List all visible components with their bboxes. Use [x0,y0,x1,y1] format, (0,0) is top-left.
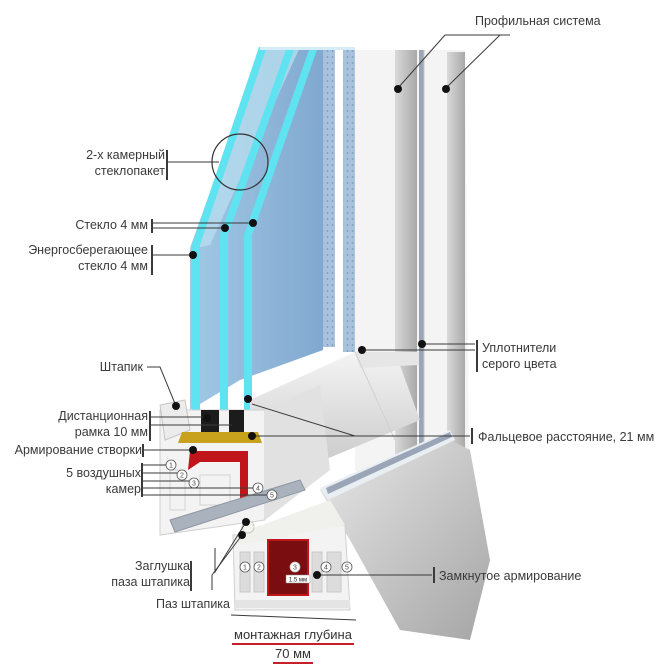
bracket [433,567,435,583]
callout-dot [248,432,256,440]
bracket [151,245,153,275]
callout-dot [238,531,246,539]
chamber-number: 2 [180,473,184,480]
bracket [471,428,473,444]
label-glass-4mm: Стекло 4 мм [75,218,148,232]
chamber-number: 1 [169,463,173,470]
chamber-number: 3 [293,565,297,572]
spacer-frame [201,410,219,432]
label-spacer-2: рамка 10 мм [74,425,148,439]
bracket [166,150,168,180]
callout-dot [189,446,197,454]
bracket [149,411,151,441]
label-air-chambers-2: камер [105,482,141,496]
label-seals-1: Уплотнители [482,341,557,355]
chamber-number: 5 [345,565,349,572]
air-chamber-5 [326,551,342,593]
callout-dot [244,395,252,403]
glazing-detail-circle [211,133,269,191]
callout-dot [313,571,321,579]
sash-chamber-numbers: 1 2 3 4 5 [165,459,278,501]
sash-cross-section [159,385,330,536]
label-bead: Штапик [99,360,143,374]
label-air-chambers-1: 5 воздушных [66,466,141,480]
frame-side-face-2 [447,52,465,522]
glazing-block [178,432,262,443]
callout-dot [242,518,250,526]
callout-dot [221,224,229,232]
label-closed-reinforcement: Замкнутое армирование [439,569,582,583]
bracket [142,444,144,457]
callout-dot [172,402,180,410]
chamber-number: 4 [256,486,260,493]
callout-lines [143,34,510,621]
label-profile-system: Профильная система [475,14,601,28]
label-bead-plug-1: Заглушка [134,559,190,573]
label-spacer-1: Дистанционная [58,409,148,423]
chamber-number: 5 [270,493,274,500]
label-double-glazing-2: стеклопакет [94,164,165,178]
callout-dot [394,85,402,93]
glass-pane-energy-saving [192,47,267,420]
glass-pane-inner [244,47,318,420]
chamber-number: 2 [257,565,261,572]
label-bead-groove: Паз штапика [155,597,230,611]
callout-dot [418,340,426,348]
callout-dots [172,85,450,579]
callout-dot [249,219,257,227]
wall-thickness-tag [285,574,311,584]
chamber-number: 3 [192,481,196,488]
bracket [476,340,478,372]
spacer-strip-front [343,47,355,352]
glass-unit [190,47,355,420]
label-double-glazing-1: 2-х камерный [86,148,165,162]
gray-seal-strip [419,50,424,510]
wall-thickness-label: 1.5 мм [289,578,307,584]
glass-pane-middle [220,47,295,420]
callout-dot [203,414,211,422]
mounting-depth-line1: монтажная глубина [232,626,354,645]
closed-reinforcement [267,539,309,596]
label-mounting-depth: монтажная глубина 70 мм [218,626,368,664]
bracket [141,463,143,497]
label-seals-2: серого цвета [482,357,557,371]
bracket [151,219,153,233]
chamber-number: 1 [243,565,247,572]
mounting-depth-line2: 70 мм [273,645,313,664]
label-rebate-distance: Фальцевое расстояние, 21 мм [478,430,655,444]
callout-dot [358,346,366,354]
label-energy-glass-2: стекло 4 мм [78,259,148,273]
callout-dot [189,251,197,259]
label-bead-plug-2: паза штапика [111,575,190,589]
label-sash-reinforcement: Армирование створки [14,443,142,457]
callout-dot [442,85,450,93]
spacer-strip-back [323,47,335,347]
frame-chamber-numbers: 1 2 3 4 5 [239,561,353,573]
label-energy-glass-1: Энергосберегающее [28,243,148,257]
glazing-bead [159,399,191,441]
bracket [190,561,192,591]
chamber-number: 4 [324,565,328,572]
